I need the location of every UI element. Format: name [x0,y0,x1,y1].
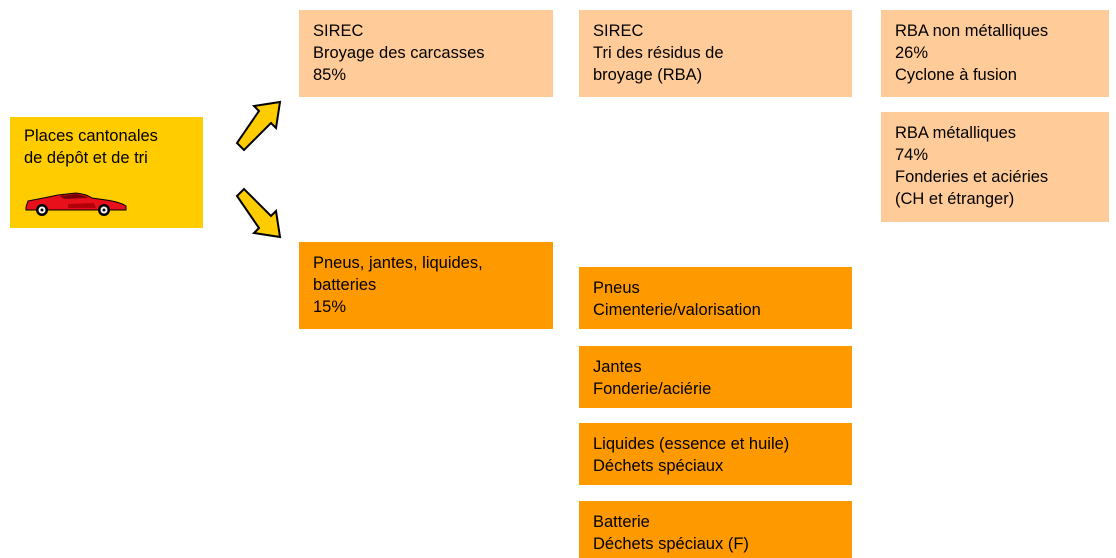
sirec-tri-box: SIREC Tri des résidus de broyage (RBA) [579,10,852,97]
sirec-broyage-line-3: 85% [313,66,347,84]
sirec-broyage-box: SIREC Broyage des carcasses 85% [299,10,553,97]
sirec-tri-line-2: Tri des résidus de [593,44,724,62]
sirec-broyage-line-2: Broyage des carcasses [313,44,485,62]
pneus-line-2: Cimenterie/valorisation [593,301,761,319]
rba-non-metal-line-1: RBA non métalliques [895,22,1049,40]
rba-metal-box: RBA métalliques 74% Fonderies et aciérie… [881,112,1109,222]
pneus-jantes-line-1: Pneus, jantes, liquides, [313,254,483,272]
sirec-tri-line-1: SIREC [593,22,644,40]
pneus-line-1: Pneus [593,279,640,297]
batterie-box: Batterie Déchets spéciaux (F) [579,501,852,558]
jantes-line-2: Fonderie/aciérie [593,380,712,398]
sirec-tri-line-3: broyage (RBA) [593,66,703,84]
liquides-box: Liquides (essence et huile) Déchets spéc… [579,423,852,485]
liquides-line-2: Déchets spéciaux [593,457,724,475]
red-sports-car-icon [25,192,127,216]
arrow-up-right-icon [235,100,282,152]
liquides-line-1: Liquides (essence et huile) [593,435,790,453]
batterie-line-2: Déchets spéciaux (F) [593,535,749,553]
sirec-broyage-line-1: SIREC [313,22,364,40]
source-label-line-2: de dépôt et de tri [24,149,148,167]
arrow-down-right-icon [235,187,282,239]
batterie-line-1: Batterie [593,513,650,531]
pneus-jantes-line-3: 15% [313,298,347,316]
pneus-box: Pneus Cimenterie/valorisation [579,267,852,329]
pneus-jantes-box: Pneus, jantes, liquides, batteries 15% [299,242,553,329]
rba-metal-line-1: RBA métalliques [895,124,1017,142]
rba-non-metal-box: RBA non métalliques 26% Cyclone à fusion [881,10,1109,97]
jantes-box: Jantes Fonderie/aciérie [579,346,852,408]
pneus-jantes-line-2: batteries [313,276,377,294]
rba-non-metal-line-2: 26% [895,44,929,62]
rba-metal-line-3: Fonderies et aciéries [895,168,1049,186]
source-label-line-1: Places cantonales [24,127,158,145]
rba-metal-line-2: 74% [895,146,929,164]
jantes-line-1: Jantes [593,358,642,376]
rba-metal-line-4: (CH et étranger) [895,190,1015,208]
rba-non-metal-line-3: Cyclone à fusion [895,66,1017,84]
